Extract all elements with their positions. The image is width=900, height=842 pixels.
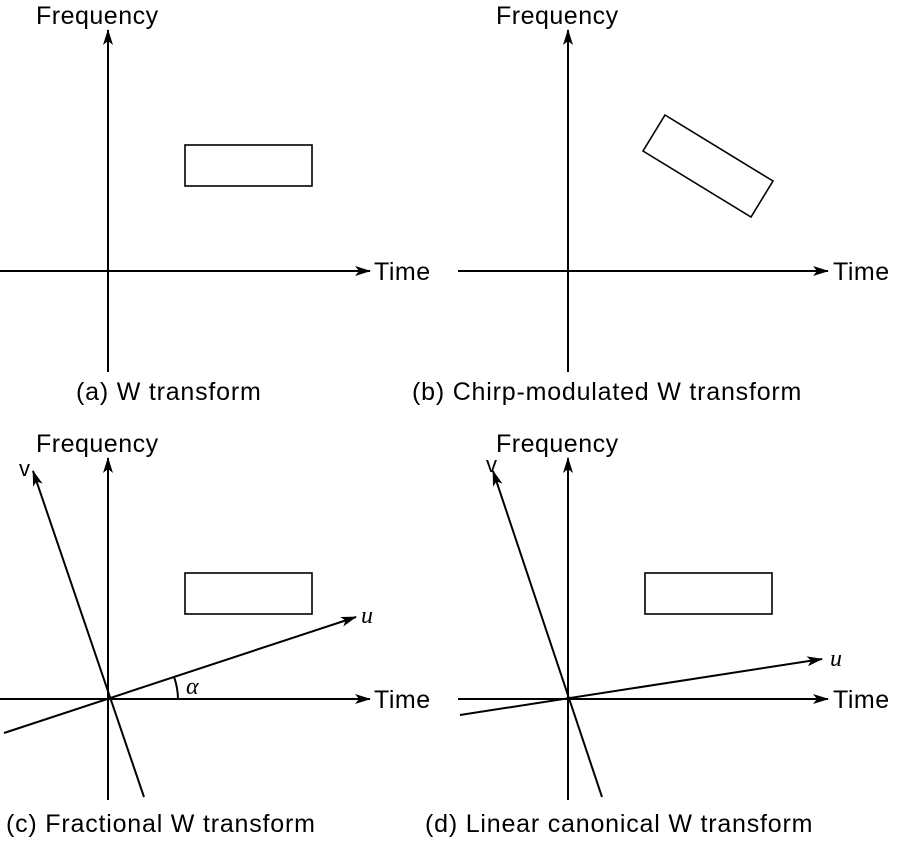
angle-arc (173, 677, 179, 700)
panel-d: Frequency Time v u (d) Linear canonical … (425, 430, 890, 838)
frequency-label: Frequency (496, 2, 619, 30)
tf-window-rect-chirped (641, 113, 775, 219)
u-label: u (830, 646, 842, 672)
time-label: Time (374, 258, 431, 286)
v-label: v (486, 452, 497, 477)
panel-caption: (b) Chirp-modulated W transform (412, 378, 802, 406)
frequency-label: Frequency (496, 430, 619, 458)
tf-window-rect (644, 572, 773, 615)
panel-caption: (a) W transform (76, 378, 262, 406)
panel-c: Frequency Time v u α (c) Fractional W tr… (0, 430, 431, 838)
panel-caption: (c) Fractional W transform (6, 810, 316, 838)
panel-a: Frequency Time (a) W transform (0, 2, 431, 406)
v-axis (32, 470, 145, 798)
panel-caption: (d) Linear canonical W transform (425, 810, 813, 838)
time-label: Time (374, 686, 431, 714)
frequency-label: Frequency (36, 2, 159, 30)
u-label: u (361, 603, 373, 629)
time-label: Time (833, 258, 890, 286)
u-axis (3, 616, 357, 734)
time-label: Time (833, 686, 890, 714)
v-axis (492, 470, 603, 798)
v-label: v (19, 456, 30, 481)
alpha-label: α (186, 674, 199, 700)
tf-window-rect (184, 144, 313, 187)
panel-b: Frequency Time (b) Chirp-modulated W tra… (412, 2, 890, 406)
frequency-label: Frequency (36, 430, 159, 458)
u-axis (459, 656, 823, 716)
tf-window-rect (184, 572, 313, 615)
